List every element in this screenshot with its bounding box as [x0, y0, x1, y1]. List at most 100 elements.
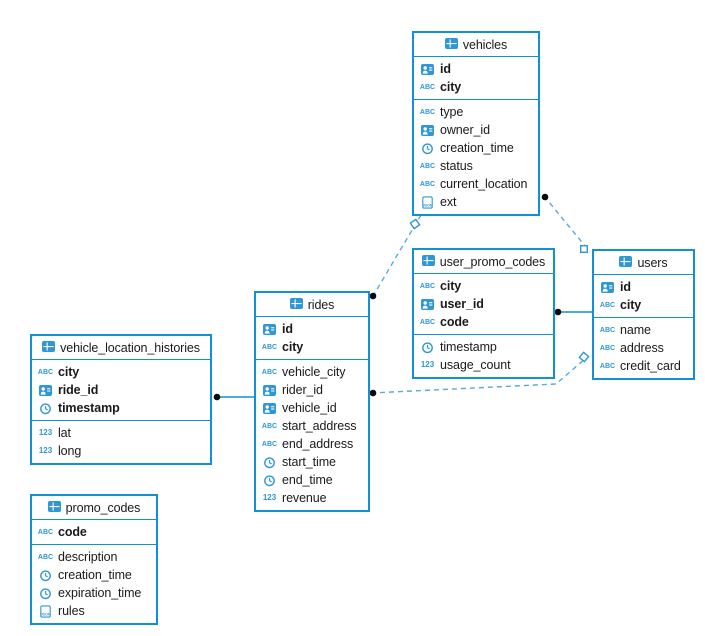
column-row[interactable]: creation_time — [32, 566, 156, 584]
text-type-icon: ABC — [261, 343, 278, 351]
column-row[interactable]: creation_time — [414, 139, 538, 157]
column-row[interactable]: end_time — [256, 471, 368, 489]
svg-text:JSON: JSON — [41, 612, 51, 616]
numeric-type-icon: 123 — [262, 493, 277, 502]
text-type-icon: ABC — [599, 326, 616, 334]
table-header[interactable]: vehicles — [414, 33, 538, 57]
column-row[interactable]: vehicle_id — [256, 399, 368, 417]
column-row[interactable]: ABC city — [32, 363, 210, 381]
column-row[interactable]: owner_id — [414, 121, 538, 139]
column-label: expiration_time — [58, 586, 142, 600]
column-label: timestamp — [58, 401, 120, 415]
column-label: creation_time — [58, 568, 132, 582]
column-label: description — [58, 550, 118, 564]
text-type-icon: ABC — [37, 368, 54, 376]
table-header[interactable]: vehicle_location_histories — [32, 336, 210, 360]
column-label: city — [58, 365, 80, 379]
column-label: current_location — [440, 177, 528, 191]
relation-rides-users[interactable] — [370, 357, 587, 394]
timestamp-type-icon — [261, 456, 278, 469]
table-title: user_promo_codes — [439, 254, 546, 269]
relation-dot — [369, 292, 377, 300]
column-row[interactable]: timestamp — [414, 338, 553, 356]
column-row[interactable]: expiration_time — [32, 584, 156, 602]
column-label: vehicle_city — [282, 365, 346, 379]
table-header[interactable]: users — [594, 251, 693, 275]
id-badge-type-icon — [37, 384, 54, 396]
table-header[interactable]: promo_codes — [32, 496, 156, 520]
column-label: code — [58, 525, 87, 539]
column-row[interactable]: timestamp — [32, 399, 210, 417]
text-type-icon: ABC — [261, 422, 278, 430]
column-row[interactable]: ABC city — [256, 338, 368, 356]
column-label: rider_id — [282, 383, 323, 397]
relation-vehicles-rides[interactable] — [372, 214, 422, 297]
table-icon — [619, 255, 633, 270]
table-title: users — [637, 255, 668, 270]
column-label: start_time — [282, 455, 336, 469]
column-row[interactable]: rider_id — [256, 381, 368, 399]
text-type-icon: ABC — [261, 440, 278, 448]
column-label: city — [282, 340, 304, 354]
text-type-icon: ABC — [419, 83, 436, 91]
table-header[interactable]: user_promo_codes — [414, 250, 553, 274]
table-header[interactable]: rides — [256, 293, 368, 317]
relation-diamond — [409, 218, 421, 230]
column-row[interactable]: id — [256, 320, 368, 338]
column-label: long — [58, 444, 82, 458]
column-label: vehicle_id — [282, 401, 337, 415]
column-row[interactable]: user_id — [414, 295, 553, 313]
column-label: usage_count — [440, 358, 511, 372]
relation-vehicles-users[interactable] — [543, 195, 591, 253]
relation-dot — [554, 308, 562, 316]
column-row[interactable]: ride_id — [32, 381, 210, 399]
column-label: owner_id — [440, 123, 490, 137]
column-label: end_time — [282, 473, 333, 487]
timestamp-type-icon — [261, 474, 278, 487]
id-badge-type-icon — [261, 402, 278, 414]
column-label: ext — [440, 195, 457, 209]
column-row[interactable]: id — [414, 60, 538, 78]
table-icon — [421, 254, 435, 269]
table-title: promo_codes — [65, 500, 141, 515]
column-row[interactable]: start_time — [256, 453, 368, 471]
table-title: rides — [307, 297, 335, 312]
column-row[interactable]: id — [594, 278, 693, 296]
relation-dot — [213, 393, 221, 401]
id-badge-type-icon — [261, 384, 278, 396]
